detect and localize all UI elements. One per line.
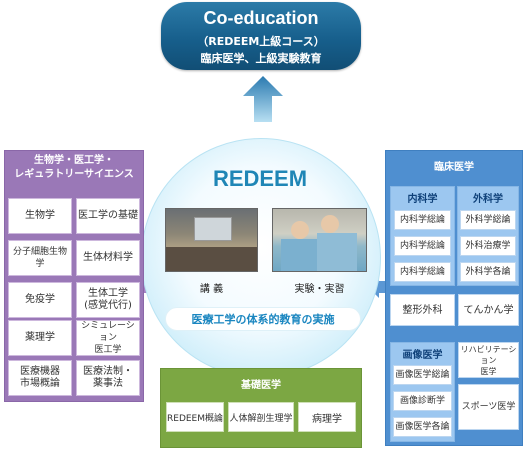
course-orthopedics: 整形外科 (390, 294, 455, 326)
surgery-item-2: 外科治療学 (460, 236, 516, 256)
course-rehabilitation: リハビリテーション医学 (458, 342, 519, 378)
up-arrow-to-top (243, 76, 283, 122)
course-pathology: 病理学 (298, 402, 356, 432)
course-molecular-cell-biology: 分子細胞生物学 (8, 240, 72, 276)
basic-medicine-title: 基礎医学 (241, 380, 281, 391)
co-education-box: Co-education （REDEEM上級コース） 臨床医学、上級実験教育 (161, 2, 361, 70)
redeem-title: REDEEM (212, 166, 308, 191)
internal-medicine-title: 内科学 (407, 194, 438, 205)
course-medical-device-market: 医療機器市場概論 (8, 360, 72, 396)
motto-banner: 医療工学の体系的教育の実施 (165, 307, 361, 331)
course-biology: 生物学 (8, 198, 72, 234)
co-education-description: 臨床医学、上級実験教育 (200, 52, 322, 65)
surgery-item-3: 外科学各論 (460, 262, 516, 282)
co-education-subtitle: （REDEEM上級コース） (197, 35, 325, 48)
imaging-item-1: 画像医学総論 (393, 365, 452, 385)
course-bioengineering: 生体工学(感覚代行) (76, 282, 140, 318)
imaging-item-2: 画像診断学 (393, 391, 452, 411)
course-medical-law: 医療法制・薬事法 (76, 360, 140, 396)
course-sports-medicine: スポーツ医学 (458, 384, 519, 430)
course-redeem-intro: REDEEM概論 (166, 402, 224, 432)
left-arrow-from-right (368, 276, 388, 298)
surgery-item-1: 外科学総論 (460, 210, 516, 230)
internal-medicine-item-2: 内科学総論 (394, 236, 451, 256)
imaging-medicine-title: 画像医学 (402, 350, 443, 361)
internal-medicine-item-3: 内科学総論 (394, 262, 451, 282)
co-education-title: Co-education (203, 8, 319, 28)
imaging-item-3: 画像医学各論 (393, 417, 452, 437)
lecture-caption: 講 義 (199, 284, 224, 295)
lab-caption: 実験・実習 (294, 284, 345, 295)
course-pharmacology: 薬理学 (8, 320, 72, 356)
course-medical-engineering-basics: 医工学の基礎 (76, 198, 140, 234)
course-simulation-medical-engineering: シミュレーション医工学 (76, 320, 140, 356)
course-biomaterials: 生体材料学 (76, 240, 140, 276)
bioscience-title-line-2: レギュラトリーサイエンス (14, 169, 134, 180)
internal-medicine-item-1: 内科学総論 (394, 210, 451, 230)
course-anatomy-physiology: 人体解剖生理学 (228, 402, 294, 432)
lecture-photo (165, 208, 258, 272)
bioscience-panel-title: 生物学・医工学・ レギュラトリーサイエンス (4, 154, 144, 182)
lab-practice-photo (272, 208, 367, 272)
course-immunology: 免疫学 (8, 282, 72, 318)
surgery-title: 外科学 (473, 194, 503, 205)
clinical-medicine-title: 臨床医学 (434, 162, 474, 173)
bioscience-title-line-1: 生物学・医工学・ (34, 155, 114, 166)
course-epileptology: てんかん学 (458, 294, 519, 326)
